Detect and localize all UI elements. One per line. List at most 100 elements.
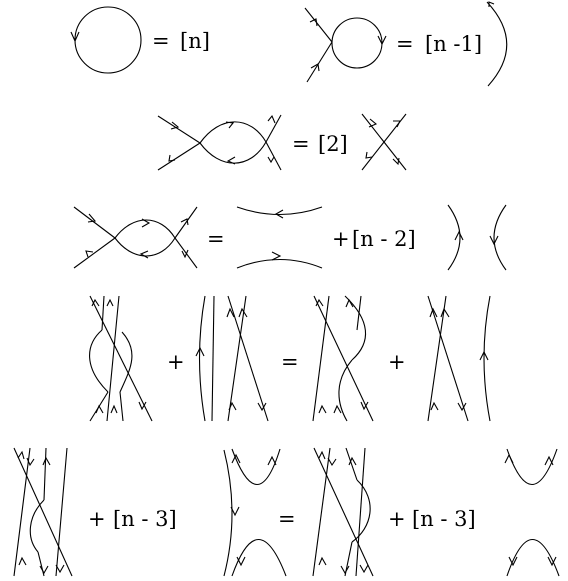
relation-square-switch: + = + — [89, 295, 491, 422]
arrow-4 — [18, 556, 27, 566]
coefficient-label: [n - 2] — [352, 227, 416, 251]
strand-d — [55, 447, 68, 577]
arrow-a — [226, 307, 235, 318]
arrow-1 — [318, 450, 326, 460]
digon-arrow-1 — [170, 121, 180, 130]
strand-a — [313, 295, 374, 422]
arrow-1 — [17, 450, 25, 460]
relation-digon-removal: = [2] — [157, 113, 407, 171]
arrow-4 — [333, 404, 342, 414]
strand-x1 — [427, 295, 469, 422]
relation-curl-removal: = [n -1] — [304, 1, 508, 87]
right-paren-arrow — [454, 230, 464, 241]
plus-sign: + — [388, 350, 406, 374]
digon-arrow-4 — [226, 156, 236, 165]
arrow-2 — [106, 298, 114, 307]
coefficient-label: [2] — [318, 132, 348, 156]
term-web-right — [312, 295, 374, 422]
arrow-1 — [315, 298, 324, 307]
strand-b-curve — [89, 329, 109, 393]
arrow-1 — [91, 298, 100, 307]
curl-loop-arrow — [377, 35, 387, 46]
arrow-d — [257, 402, 267, 412]
upper-cup — [236, 206, 323, 216]
square-left-bottom — [73, 237, 116, 269]
square-arrow-2 — [85, 250, 94, 258]
plus-sign: + — [332, 227, 350, 251]
equals-sign: = — [281, 350, 299, 374]
square-arrow-6 — [181, 249, 189, 259]
arrow-3 — [318, 404, 327, 414]
digon-upper-arc — [199, 121, 267, 144]
equals-sign: = — [278, 507, 296, 531]
arrow-2 — [327, 457, 337, 467]
strand-x2 — [427, 295, 447, 422]
cap-arrow-2 — [547, 556, 557, 567]
arrow-c — [228, 401, 237, 411]
digon-right-out-top — [265, 114, 282, 143]
strand-c — [43, 447, 47, 501]
strand-a — [313, 447, 374, 577]
strand-x1 — [227, 295, 269, 422]
strand-d — [356, 295, 362, 331]
upper-cup-arrow — [274, 209, 284, 219]
equals-sign: = — [292, 132, 310, 156]
equals-sign: = — [152, 29, 170, 53]
cross-arrow-1 — [368, 118, 378, 128]
square-arrow-5 — [180, 218, 189, 226]
strand-c-curve — [344, 295, 366, 361]
arrow-b — [440, 307, 450, 318]
term-web-left — [13, 447, 73, 577]
term-web-left — [89, 295, 153, 422]
digon-lower-arc — [199, 141, 267, 164]
arrow-a — [429, 307, 438, 318]
paren-arrow — [230, 506, 240, 517]
equals-sign: = — [396, 32, 414, 56]
square-arrow-3 — [141, 218, 151, 228]
digon-left-in-bottom — [157, 142, 201, 171]
coefficient-label: [n -1] — [425, 32, 482, 56]
cross-arrow-3 — [393, 120, 401, 128]
cap — [231, 538, 287, 577]
digon-right-out-bottom — [265, 141, 282, 171]
cap — [506, 539, 560, 577]
arrow-2 — [345, 298, 354, 308]
strand-c-curve — [29, 499, 45, 553]
digon-arrow-3 — [225, 121, 235, 129]
arrow-2 — [26, 457, 35, 467]
square-arrow-1 — [87, 213, 97, 223]
term-cup-cap-left — [223, 448, 287, 577]
cross-arrow-2 — [365, 151, 373, 159]
lower-cap — [236, 258, 323, 269]
square-upper-arc — [114, 219, 176, 239]
arrow-5 — [39, 565, 49, 575]
cross-arrow-4 — [392, 157, 400, 166]
cup — [506, 448, 558, 485]
plus-sign: + — [88, 507, 106, 531]
cap-arrow — [508, 556, 518, 567]
cup — [231, 448, 281, 485]
curl-lower-strand — [306, 41, 333, 83]
right-arc-arrow — [488, 1, 495, 7]
cup-arrow-2 — [544, 455, 554, 466]
arrow-b — [238, 307, 248, 318]
arrow-d — [457, 402, 467, 412]
arrow-5 — [138, 401, 147, 411]
digon-arrow-2 — [168, 154, 176, 162]
strand-b — [312, 295, 330, 422]
arrow-c — [430, 401, 439, 411]
cup-arrow-2 — [267, 455, 277, 466]
term-cup-cap-right — [504, 448, 560, 577]
strand-c — [106, 295, 120, 422]
square-right-top — [174, 206, 198, 239]
curl-upper-strand — [304, 7, 333, 43]
cup-arrow — [231, 453, 241, 464]
strand-b — [101, 295, 105, 331]
strand-c — [345, 447, 358, 481]
term-web-mid — [195, 295, 269, 422]
strand-d — [355, 447, 366, 577]
relation-square-removal: = + [n - 2] — [73, 204, 507, 271]
square-right-bottom — [174, 237, 198, 269]
square-lower-arc — [114, 237, 176, 257]
